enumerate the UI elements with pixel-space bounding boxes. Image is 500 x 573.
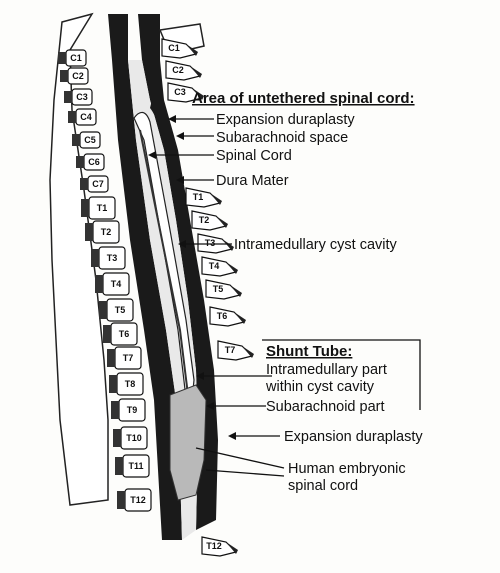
label-intramedullary-part-2: within cyst cavity bbox=[265, 379, 375, 395]
vertebra-label: C2 bbox=[172, 65, 184, 75]
vertebra-right-c2: C2 bbox=[165, 60, 202, 81]
label-spinal-cord: Spinal Cord bbox=[216, 148, 292, 164]
vertebra-left-c1: C1 bbox=[58, 49, 87, 67]
vertebra-label: T6 bbox=[119, 329, 130, 339]
vertebra-label: T3 bbox=[107, 253, 118, 263]
label-expansion-duraplasty-bottom: Expansion duraplasty bbox=[284, 429, 423, 445]
vertebra-label: C3 bbox=[76, 92, 88, 102]
vertebra-label: T3 bbox=[205, 238, 216, 248]
label-subarachnoid-part: Subarachnoid part bbox=[266, 399, 385, 415]
vertebra-label: C3 bbox=[174, 87, 186, 97]
vertebra-right-t7: T7 bbox=[217, 340, 254, 361]
vertebra-left-t6: T6 bbox=[103, 322, 138, 346]
vertebra-left-t9: T9 bbox=[111, 398, 146, 422]
vertebra-label: T5 bbox=[213, 284, 224, 294]
label-intramedullary-part-1: Intramedullary part bbox=[266, 362, 387, 378]
vertebra-left-c2: C2 bbox=[60, 67, 89, 85]
vertebra-right-t12: T12 bbox=[201, 536, 238, 557]
vertebra-label: C1 bbox=[168, 43, 180, 53]
vertebra-right-t2: T2 bbox=[191, 210, 228, 231]
vertebra-left-c6: C6 bbox=[76, 153, 105, 171]
vertebra-left-c5: C5 bbox=[72, 131, 101, 149]
vertebra-label: T12 bbox=[130, 495, 146, 505]
vertebra-label: T1 bbox=[97, 203, 108, 213]
vertebra-left-t3: T3 bbox=[91, 246, 126, 270]
vertebra-label: T7 bbox=[225, 345, 236, 355]
left-vertebra-bodies: C1C2C3C4C5C6C7T1T2T3T4T5T6T7T8T9T10T11T1… bbox=[58, 49, 152, 512]
spinal-canal bbox=[108, 14, 218, 540]
label-expansion-duraplasty-top: Expansion duraplasty bbox=[216, 112, 355, 128]
vertebra-left-t11: T11 bbox=[115, 454, 150, 478]
vertebra-left-t1: T1 bbox=[81, 196, 116, 220]
vertebra-right-t4: T4 bbox=[201, 256, 238, 277]
vertebra-label: C5 bbox=[84, 135, 96, 145]
vertebra-label: C4 bbox=[80, 112, 92, 122]
vertebra-label: T6 bbox=[217, 311, 228, 321]
vertebra-label: T7 bbox=[123, 353, 134, 363]
vertebra-left-t12: T12 bbox=[117, 488, 152, 512]
vertebra-left-t10: T10 bbox=[113, 426, 148, 450]
vertebra-label: C2 bbox=[72, 71, 84, 81]
vertebra-right-c1: C1 bbox=[161, 38, 198, 59]
label-dura-mater: Dura Mater bbox=[216, 173, 289, 189]
vertebra-label: C1 bbox=[70, 53, 82, 63]
vertebra-right-c3: C3 bbox=[167, 82, 204, 103]
vertebra-right-t1: T1 bbox=[185, 187, 222, 208]
vertebra-label: T10 bbox=[126, 433, 142, 443]
vertebra-label: T9 bbox=[127, 405, 138, 415]
leader-lines bbox=[150, 118, 421, 477]
vertebra-left-t4: T4 bbox=[95, 272, 130, 296]
shunt-tube-heading: Shunt Tube: bbox=[266, 343, 352, 360]
vertebra-label: T11 bbox=[128, 461, 143, 471]
vertebra-label: T5 bbox=[115, 305, 126, 315]
vertebra-right-t6: T6 bbox=[209, 306, 246, 327]
label-embryonic-1: Human embryonic bbox=[288, 461, 406, 477]
vertebra-left-t5: T5 bbox=[99, 298, 134, 322]
vertebra-right-t5: T5 bbox=[205, 279, 242, 300]
vertebra-left-c3: C3 bbox=[64, 88, 93, 106]
vertebra-left-t8: T8 bbox=[109, 372, 144, 396]
vertebra-label: T4 bbox=[111, 279, 122, 289]
labels: Area of untethered spinal cord: Expansio… bbox=[192, 90, 423, 494]
label-embryonic-2: spinal cord bbox=[288, 478, 358, 494]
vertebra-label: T2 bbox=[101, 227, 112, 237]
label-intramedullary-cyst: Intramedullary cyst cavity bbox=[234, 237, 398, 253]
vertebra-left-t7: T7 bbox=[107, 346, 142, 370]
vertebra-label: C7 bbox=[92, 179, 104, 189]
vertebra-left-c7: C7 bbox=[80, 175, 109, 193]
label-subarachnoid-space: Subarachnoid space bbox=[216, 130, 348, 146]
vertebra-left-t2: T2 bbox=[85, 220, 120, 244]
vertebra-label: T2 bbox=[199, 215, 210, 225]
vertebra-label: T4 bbox=[209, 261, 220, 271]
vertebra-label: T1 bbox=[193, 192, 204, 202]
vertebra-label: T8 bbox=[125, 379, 136, 389]
vertebra-label: T12 bbox=[206, 541, 222, 551]
vertebra-left-c4: C4 bbox=[68, 108, 97, 126]
area-untethered-heading: Area of untethered spinal cord: bbox=[192, 90, 415, 107]
vertebra-label: C6 bbox=[88, 157, 100, 167]
arrowheads bbox=[148, 115, 236, 440]
